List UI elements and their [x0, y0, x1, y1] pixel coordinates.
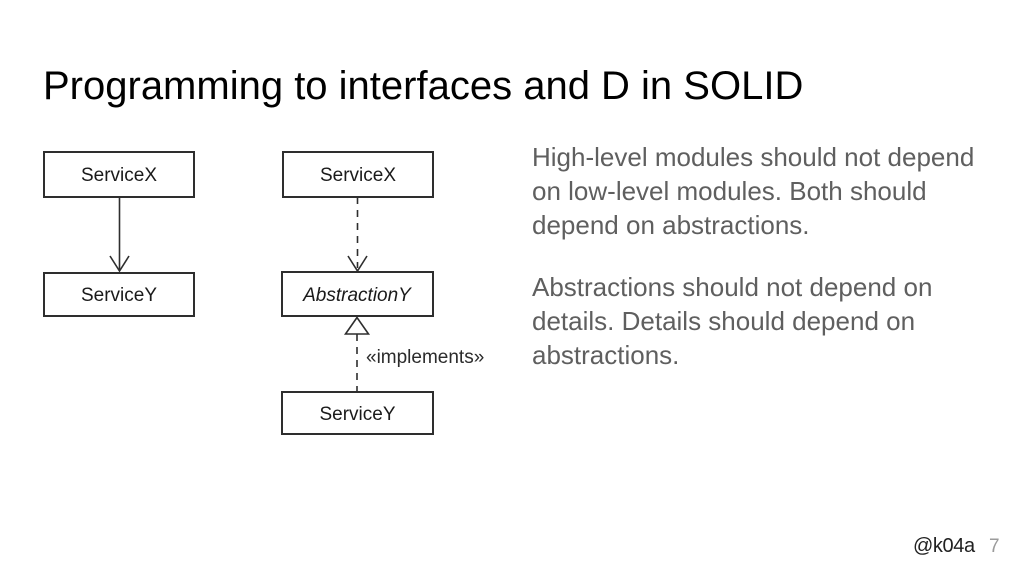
- left-servicex-box: [43, 151, 195, 198]
- slide-page-number: 7: [989, 536, 1000, 557]
- footer-author-handle: @k04a: [913, 535, 975, 557]
- left-dependency-arrowhead: [109, 255, 130, 273]
- right-servicex-box: [282, 151, 434, 198]
- slide-title: Programming to interfaces and D in SOLID: [43, 64, 804, 108]
- abstractiony-label: AbstractionY: [302, 285, 412, 306]
- implements-label: «implements»: [366, 347, 484, 368]
- realization-triangle-arrowhead: [343, 316, 371, 335]
- left-dependency-diagram: ServiceX ServiceY: [43, 151, 195, 317]
- right-servicex-label: ServiceX: [320, 165, 396, 186]
- body-text: High-level modules should not depend on …: [532, 140, 1012, 372]
- right-abstraction-diagram: ServiceX AbstractionY «implements» Servi…: [281, 151, 484, 435]
- left-servicex-label: ServiceX: [81, 165, 157, 186]
- abstractiony-box: [281, 271, 434, 317]
- body-paragraph-dip-modules: High-level modules should not depend on …: [532, 142, 975, 240]
- uml-diagram: ServiceX ServiceY ServiceX AbstractionY …: [43, 151, 484, 435]
- left-servicey-box: [43, 272, 195, 317]
- left-servicey-label: ServiceY: [81, 285, 157, 306]
- right-servicey-box: [281, 391, 434, 435]
- right-servicey-label: ServiceY: [319, 404, 395, 425]
- body-paragraph-dip-abstractions: Abstractions should not depend on detail…: [532, 272, 933, 370]
